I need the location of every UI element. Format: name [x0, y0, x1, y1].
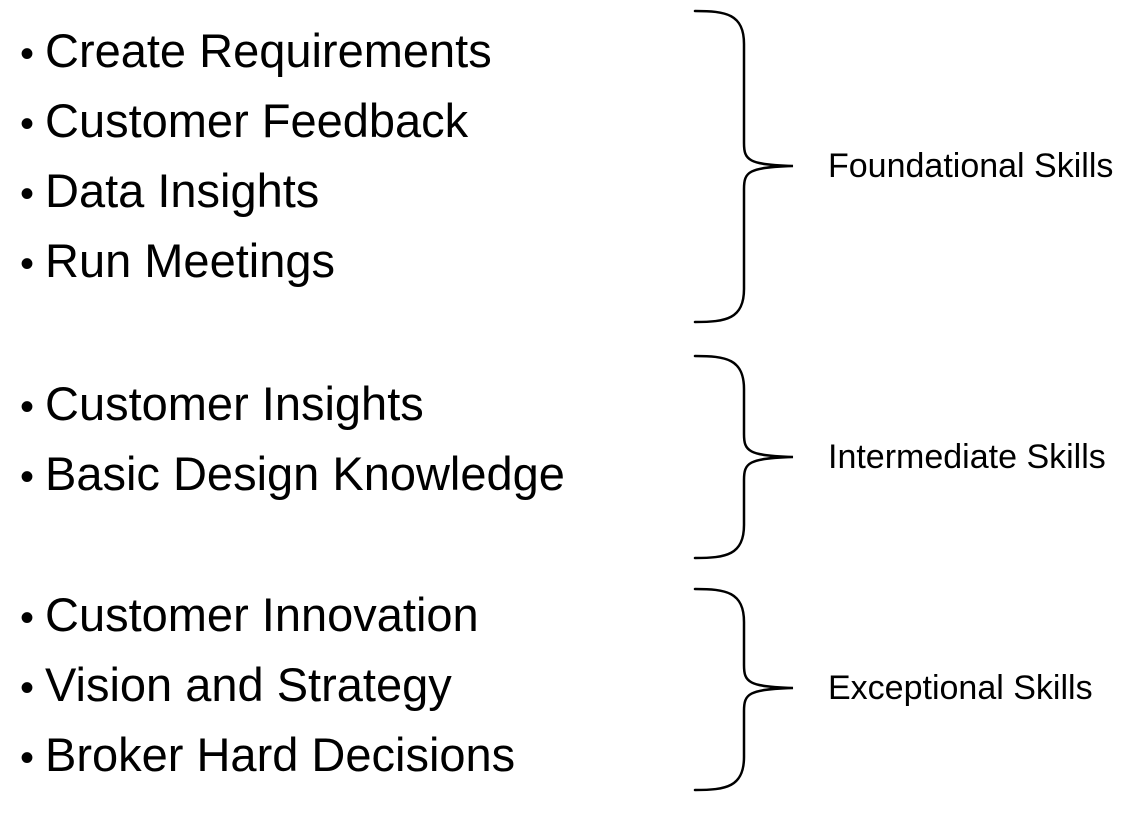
bullet-icon: • — [20, 242, 35, 286]
list-item: • Create Requirements — [20, 16, 492, 86]
list-item: • Customer Insights — [20, 369, 565, 439]
group-label-foundational: Foundational Skills — [828, 147, 1114, 185]
bullet-icon: • — [20, 736, 35, 780]
list-item-text: Customer Innovation — [45, 588, 479, 641]
list-item-text: Customer Feedback — [45, 94, 469, 147]
list-item: • Vision and Strategy — [20, 650, 515, 720]
list-item-text: Vision and Strategy — [45, 658, 452, 711]
skill-group-foundational: • Create Requirements • Customer Feedbac… — [20, 16, 492, 296]
list-item: • Run Meetings — [20, 226, 492, 296]
bullet-icon: • — [20, 385, 35, 429]
bullet-icon: • — [20, 596, 35, 640]
bullet-icon: • — [20, 172, 35, 216]
group-label-intermediate: Intermediate Skills — [828, 438, 1106, 476]
list-item: • Basic Design Knowledge — [20, 439, 565, 509]
exceptional-brace-icon — [693, 587, 794, 792]
list-item: • Customer Innovation — [20, 580, 515, 650]
list-item: • Data Insights — [20, 156, 492, 226]
intermediate-brace-icon — [693, 354, 794, 560]
skill-group-exceptional: • Customer Innovation • Vision and Strat… — [20, 580, 515, 790]
list-item-text: Run Meetings — [45, 234, 335, 287]
list-item-text: Customer Insights — [45, 377, 424, 430]
bullet-icon: • — [20, 455, 35, 499]
list-item-text: Broker Hard Decisions — [45, 728, 516, 781]
skill-group-intermediate: • Customer Insights • Basic Design Knowl… — [20, 369, 565, 509]
list-item-text: Basic Design Knowledge — [45, 447, 565, 500]
bullet-icon: • — [20, 102, 35, 146]
list-item: • Broker Hard Decisions — [20, 720, 515, 790]
list-item-text: Create Requirements — [45, 24, 492, 77]
list-item-text: Data Insights — [45, 164, 320, 217]
bullet-icon: • — [20, 32, 35, 76]
bullet-icon: • — [20, 666, 35, 710]
foundational-brace-icon — [693, 9, 794, 324]
group-label-exceptional: Exceptional Skills — [828, 669, 1093, 707]
list-item: • Customer Feedback — [20, 86, 492, 156]
